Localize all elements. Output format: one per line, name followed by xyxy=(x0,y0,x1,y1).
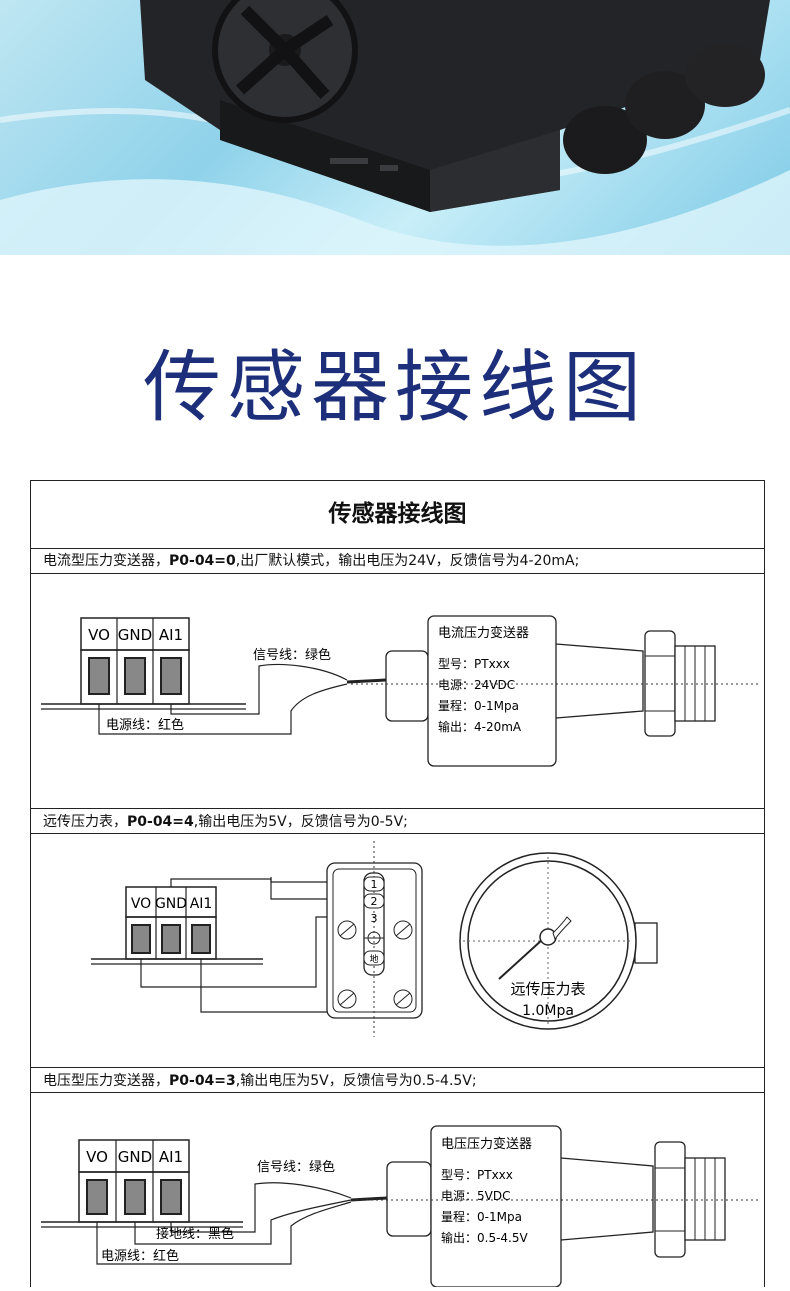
pin-3-label: 3 xyxy=(371,912,378,925)
terminal-vo: VO xyxy=(88,626,110,644)
cable xyxy=(346,678,387,684)
product-illustration xyxy=(0,0,790,255)
ground-wire xyxy=(134,1199,352,1245)
heading-text: ,出厂默认模式，输出电压为24V，反馈信号为4-20mA; xyxy=(235,553,580,569)
terminal-gnd: GND xyxy=(155,896,187,912)
heading-text: ,输出电压为5V，反馈信号为0-5V; xyxy=(193,814,408,830)
wiring-sheet: 传感器接线图 电流型压力变送器，P0-04=0,出厂默认模式，输出电压为24V，… xyxy=(30,480,765,1288)
signal-wire xyxy=(170,663,348,715)
cable-gland-icon xyxy=(563,106,647,174)
spec-line: 量程：0-1Mpa xyxy=(438,698,519,713)
spec-line: 输出：4-20mA xyxy=(438,719,522,734)
terminal-vo: VO xyxy=(86,1148,108,1166)
terminal-vo: VO xyxy=(131,896,151,912)
section-2-heading: 远传压力表，P0-04=4,输出电压为5V，反馈信号为0-5V; xyxy=(31,808,764,834)
spec-line: 输出：0.5-4.5V xyxy=(441,1230,528,1245)
heading-text: 电流型压力变送器， xyxy=(43,553,169,569)
section-3-heading: 电压型压力变送器，P0-04=3,输出电压为5V，反馈信号为0.5-4.5V; xyxy=(31,1067,764,1093)
screw-terminal-icon xyxy=(160,1179,182,1215)
terminal-gnd: GND xyxy=(118,626,152,644)
section-3-diagram: VO GND AI1 信号线：绿色 接地线：黑色 电源线：红色 电压压力变送器 … xyxy=(31,1096,764,1288)
heading-text: 电压型压力变送器， xyxy=(43,1073,169,1089)
screw-terminal-icon xyxy=(160,657,182,695)
hex-nut-icon xyxy=(654,1141,686,1258)
ground-wire-label: 接地线：黑色 xyxy=(156,1226,234,1242)
spec-line: 型号：PTxxx xyxy=(438,657,510,671)
screw-terminal-icon xyxy=(124,1179,146,1215)
current-transmitter-wiring: VO GND AI1 信号线：绿色 电源线：红色 电流压力变送器 型号：PTxx… xyxy=(41,615,761,767)
page-title: 传感器接线图 xyxy=(142,343,647,433)
terminal-ai1: AI1 xyxy=(159,626,183,644)
screw-terminal-icon xyxy=(191,924,211,954)
heading-text: ,输出电压为5V，反馈信号为0.5-4.5V; xyxy=(235,1073,477,1089)
terminal-ai1: AI1 xyxy=(190,896,213,912)
terminal-gnd: GND xyxy=(118,1148,152,1166)
remote-gauge-wiring: VO GND AI1 1 2 3 xyxy=(91,841,658,1037)
spec-line: 型号：PTxxx xyxy=(441,1168,513,1182)
signal-wire-label: 信号线：绿色 xyxy=(253,647,331,663)
section-1-diagram: VO GND AI1 信号线：绿色 电源线：红色 电流压力变送器 型号：PTxx… xyxy=(31,576,764,806)
voltage-transmitter-wiring: VO GND AI1 信号线：绿色 接地线：黑色 电源线：红色 电压压力变送器 … xyxy=(41,1125,761,1288)
signal-wire xyxy=(170,1182,352,1233)
pin-2-label: 2 xyxy=(371,895,378,908)
screw-terminal-icon xyxy=(88,657,110,695)
signal-wire-label: 信号线：绿色 xyxy=(257,1159,335,1175)
hex-nut-icon xyxy=(644,630,676,737)
power-wire xyxy=(98,683,348,735)
power-wire xyxy=(96,1201,352,1265)
terminal-ai1: AI1 xyxy=(159,1148,183,1166)
parameter-code: P0-04=3 xyxy=(169,1073,236,1089)
spec-line: 量程：0-1Mpa xyxy=(441,1209,522,1224)
transmitter-box xyxy=(427,615,557,767)
pin-1-label: 1 xyxy=(371,878,378,891)
transmitter-title: 电压压力变送器 xyxy=(441,1136,532,1152)
gauge-name: 远传压力表 xyxy=(510,980,585,998)
power-wire-label: 电源线：红色 xyxy=(106,717,184,733)
screw-terminal-icon xyxy=(131,924,151,954)
ground-pin-label: 地 xyxy=(369,953,378,965)
spec-line: 电源：5VDC xyxy=(441,1189,510,1203)
section-2-diagram: VO GND AI1 1 2 3 xyxy=(31,837,764,1067)
sheet-title: 传感器接线图 xyxy=(31,481,764,549)
screw-terminal-icon xyxy=(161,924,181,954)
gauge-range: 1.0Mpa xyxy=(522,1003,574,1019)
parameter-code: P0-04=4 xyxy=(127,814,194,830)
section-1-heading: 电流型压力变送器，P0-04=0,出厂默认模式，输出电压为24V，反馈信号为4-… xyxy=(31,548,764,574)
gauge-needle xyxy=(498,938,544,980)
heading-text: 远传压力表， xyxy=(43,814,127,830)
product-photo xyxy=(0,0,790,255)
screw-terminal-icon xyxy=(86,1179,108,1215)
power-wire-label: 电源线：红色 xyxy=(101,1248,179,1264)
parameter-code: P0-04=0 xyxy=(169,553,236,569)
screw-terminal-icon xyxy=(124,657,146,695)
spec-line: 电源：24VDC xyxy=(438,678,515,692)
transmitter-title: 电流压力变送器 xyxy=(438,625,529,641)
